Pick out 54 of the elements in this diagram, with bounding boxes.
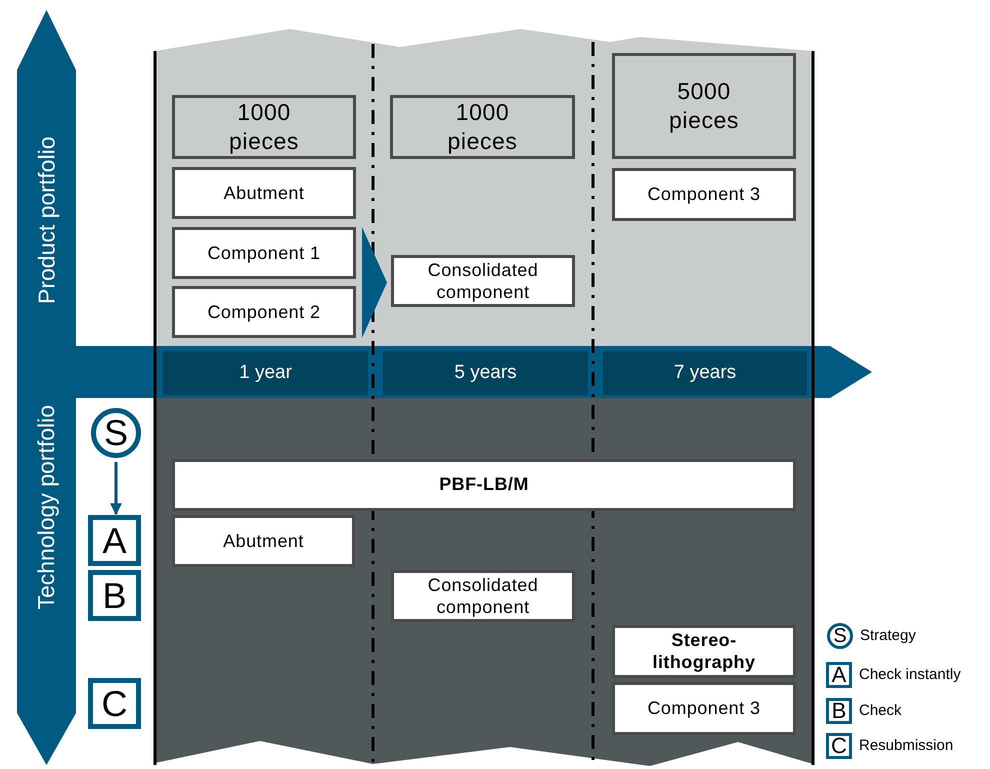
box-text: Consolidated component	[426, 574, 540, 618]
period-cell	[603, 351, 807, 395]
box-text: 5000 pieces	[668, 77, 740, 135]
legend-text: Resubmission	[859, 736, 954, 756]
box-text: Component 1	[207, 242, 321, 264]
letter-text: C	[102, 686, 128, 722]
legend-text: Check	[859, 700, 902, 721]
legend-text: Check instantly	[859, 664, 961, 685]
item-box	[172, 515, 355, 567]
period-text: 7 years	[674, 360, 736, 385]
arrow	[110, 462, 122, 516]
period-text: 1 year	[239, 360, 292, 385]
box-text: Stereo-lithography	[652, 630, 756, 674]
item-box	[172, 227, 356, 279]
letter-text: C	[831, 735, 847, 757]
letter-box	[826, 698, 852, 724]
box-text: 1000 pieces	[446, 98, 518, 156]
box-text: Component 3	[647, 697, 761, 720]
item-box	[612, 682, 796, 735]
letter-text: B	[102, 578, 126, 614]
item-box	[172, 286, 356, 338]
box-text: Consolidated component	[426, 258, 540, 304]
item-box	[612, 625, 796, 678]
item-box	[391, 570, 575, 622]
box-text: 1000 pieces	[228, 98, 300, 156]
box-text: Component 2	[207, 300, 321, 324]
letter-box	[88, 678, 141, 729]
quantity-box	[612, 53, 796, 159]
chevron-arrow	[362, 227, 387, 338]
letter-box	[826, 662, 852, 688]
item-box	[391, 255, 575, 307]
letter-text: A	[832, 664, 846, 686]
item-box	[612, 168, 796, 221]
legend-text: Strategy	[860, 626, 916, 646]
item-box	[172, 459, 796, 511]
quantity-box	[172, 95, 356, 159]
letter-text: S	[833, 626, 847, 646]
letter-text: S	[104, 415, 128, 451]
period-cell	[383, 351, 588, 395]
quantity-box	[390, 95, 575, 159]
period-text: 5 years	[454, 360, 517, 385]
letter-text: B	[832, 700, 846, 722]
letter-box	[88, 515, 141, 566]
letter-text: A	[102, 522, 126, 558]
box-text: Component 3	[647, 183, 761, 206]
item-box	[172, 167, 356, 219]
axis-label: Technology portfolio	[32, 404, 60, 610]
letter-box	[88, 570, 141, 621]
axis-label: Product portfolio	[32, 136, 60, 304]
box-text: Abutment	[223, 530, 304, 552]
period-cell	[163, 351, 368, 395]
box-text: Abutment	[224, 182, 304, 204]
box-text: PBF-LB/M	[439, 474, 529, 496]
letter-box	[826, 733, 852, 759]
